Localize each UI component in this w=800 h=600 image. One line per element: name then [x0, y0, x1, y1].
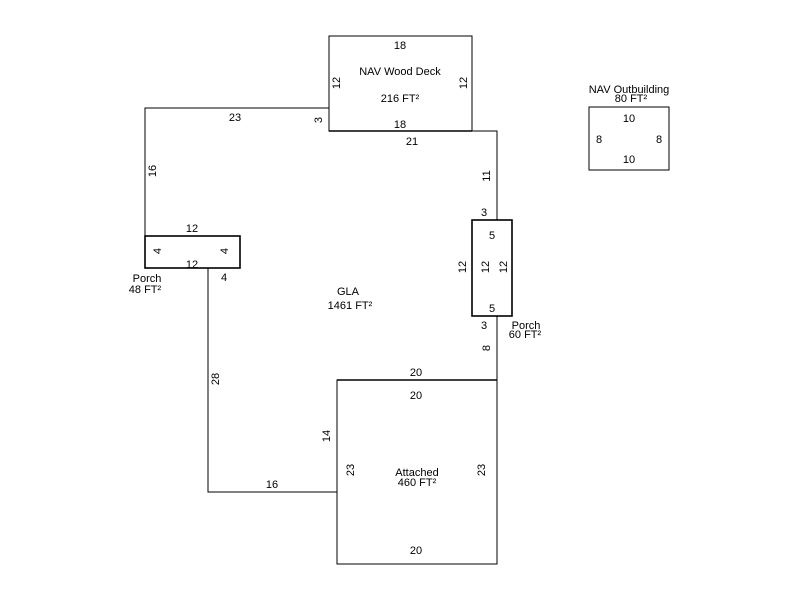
outbuilding-area: 80 FT² — [615, 93, 648, 105]
dim-label: 11 — [481, 170, 493, 181]
deck-area: 216 FT² — [381, 93, 420, 105]
porch-left — [144, 235, 241, 269]
porch-left-label: Porch — [133, 273, 162, 285]
dim-label: 12 — [331, 77, 343, 89]
dim-label: 5 — [489, 230, 495, 242]
dim-label: 8 — [596, 134, 602, 146]
porch-right-label: Porch — [512, 320, 541, 332]
dim-label: 10 — [623, 113, 635, 125]
dim-label: 12 — [186, 259, 198, 271]
dim-label: 23 — [476, 464, 488, 476]
porch-right-area: 60 FT² — [509, 329, 542, 341]
attached-area: 460 FT² — [398, 477, 437, 489]
dim-label: 14 — [321, 430, 333, 442]
dim-label: 4 — [221, 272, 227, 284]
dim-label: 12 — [186, 223, 198, 235]
outbuilding-label: NAV Outbuilding — [589, 84, 670, 96]
dim-label: 12 — [480, 261, 492, 273]
deck-label: NAV Wood Deck — [359, 66, 441, 78]
dim-label: 12 — [458, 77, 470, 89]
dim-label: 20 — [410, 367, 422, 379]
dim-label: 20 — [410, 545, 422, 557]
dim-label: 3 — [481, 207, 487, 219]
dim-label: 20 — [410, 390, 422, 402]
dim-label: 3 — [313, 117, 325, 123]
dim-label: 10 — [623, 154, 635, 166]
dim-label: 23 — [229, 112, 241, 124]
dim-label: 5 — [489, 303, 495, 315]
porch-right — [471, 219, 513, 317]
nav-outbuilding — [588, 106, 670, 171]
dim-label: 16 — [266, 479, 278, 491]
gla-label: GLA — [337, 286, 360, 298]
dim-label: 4 — [219, 248, 231, 254]
dim-label: 8 — [481, 345, 493, 351]
dim-label: 18 — [394, 40, 406, 52]
dim-label: 3 — [481, 320, 487, 332]
attached-label: Attached — [395, 467, 438, 479]
dim-label: 12 — [457, 261, 469, 273]
dim-label: 23 — [345, 464, 357, 476]
dim-label: 12 — [498, 261, 510, 273]
porch-left-area: 48 FT² — [129, 284, 162, 296]
dim-label: 8 — [656, 134, 662, 146]
dim-label: 16 — [147, 165, 159, 177]
dim-label: 4 — [152, 248, 164, 254]
dim-label: 21 — [406, 136, 418, 148]
dim-label: 18 — [394, 119, 406, 131]
gla-area: 1461 FT² — [328, 300, 373, 312]
dim-label: 28 — [210, 373, 222, 385]
